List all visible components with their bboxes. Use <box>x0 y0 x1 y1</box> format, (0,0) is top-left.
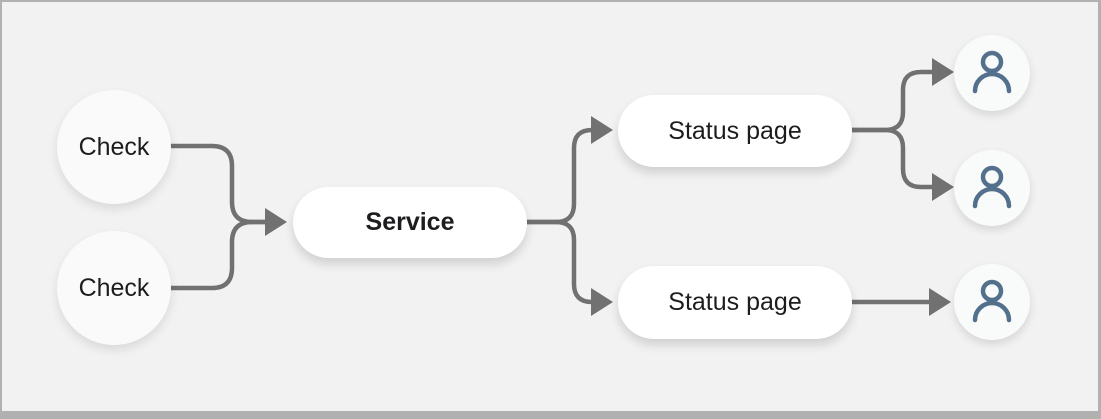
node-service: Service <box>293 187 527 258</box>
connector-status1-user1 <box>849 58 954 133</box>
connector-check1-service <box>168 143 287 236</box>
node-status-page-2: Status page <box>618 266 852 339</box>
node-check-1: Check <box>57 90 171 204</box>
connector-check2-service <box>168 219 269 291</box>
check-1-label: Check <box>78 132 150 161</box>
node-user-2 <box>954 150 1030 226</box>
user-icon <box>972 279 1012 323</box>
user-icon <box>972 50 1012 94</box>
node-user-1 <box>954 35 1030 111</box>
user-icon <box>972 165 1012 209</box>
status-page-2-label: Status page <box>668 288 802 316</box>
status-page-1-label: Status page <box>668 116 802 145</box>
service-label: Service <box>365 208 455 236</box>
node-status-page-1: Status page <box>618 95 852 167</box>
node-check-2: Check <box>57 231 171 345</box>
connector-layer <box>168 58 954 316</box>
node-user-3 <box>954 264 1030 340</box>
connector-status1-user2 <box>849 127 954 201</box>
connector-service-status1 <box>524 116 613 225</box>
connector-service-status2 <box>524 219 613 316</box>
check-2-label: Check <box>78 273 150 302</box>
